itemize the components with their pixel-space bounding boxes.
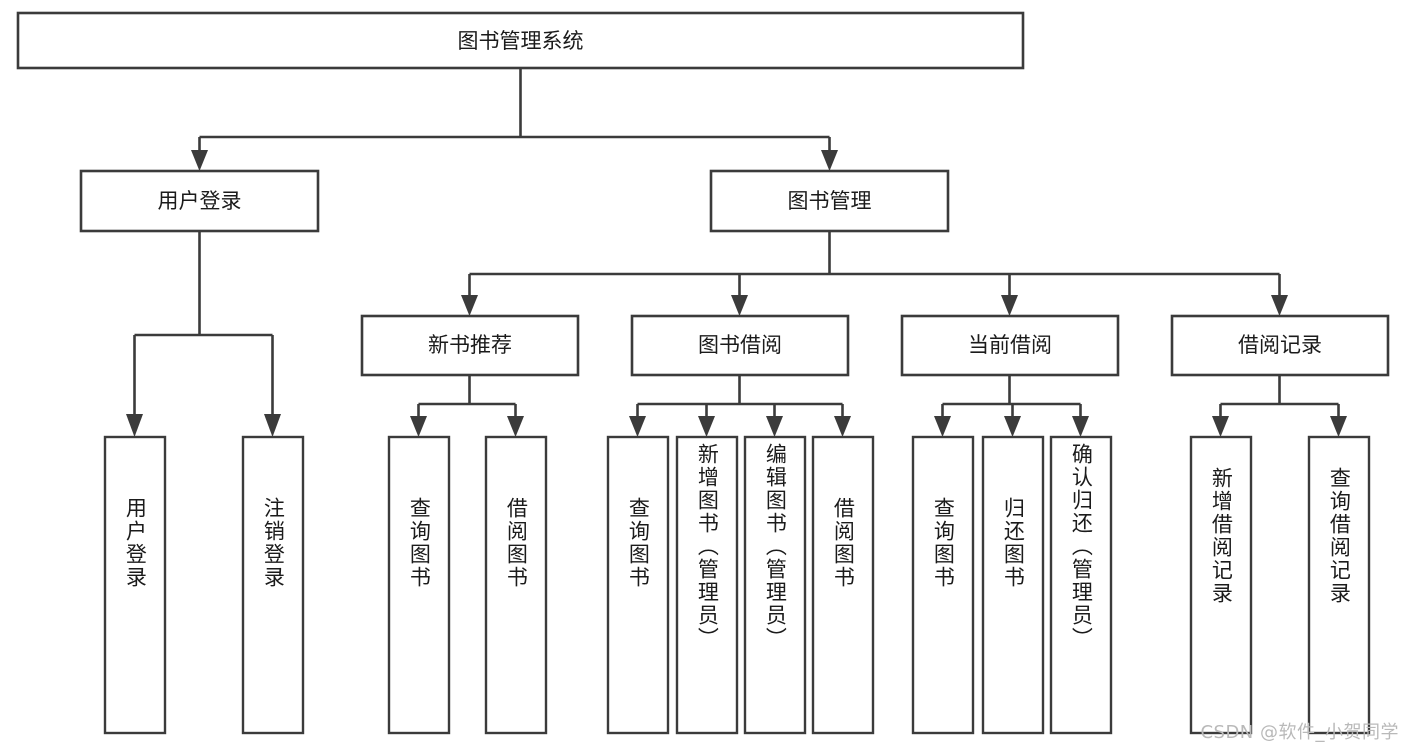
node-borrow-record-box[interactable]: [1170, 314, 1390, 377]
node-user-login-box[interactable]: [79, 169, 320, 233]
arrow-head-leaf-add-record: [1212, 416, 1229, 437]
arrow-head-borrow-record: [1271, 295, 1288, 316]
arrow-head-leaf-query-book-3: [934, 416, 951, 437]
node-book-manage-box[interactable]: [709, 169, 950, 233]
arrow-head-leaf-borrow-book-1: [507, 416, 524, 437]
arrow-head-new-book-rec: [461, 295, 478, 316]
arrow-head-user-login: [191, 150, 208, 171]
arrow-head-leaf-user-login: [126, 414, 143, 437]
node-leaf-add-record-box[interactable]: [1189, 435, 1253, 735]
node-leaf-confirm-return-box[interactable]: [1049, 435, 1113, 735]
node-book-borrow-label: 图书借阅: [698, 333, 782, 357]
arrow-head-leaf-return-book: [1004, 416, 1021, 437]
node-leaf-add-book-box[interactable]: [675, 435, 739, 735]
node-leaf-user-login-box[interactable]: [103, 435, 167, 735]
node-current-borrow[interactable]: 当前借阅: [900, 314, 1120, 377]
arrow-head-leaf-edit-book: [766, 416, 783, 437]
node-leaf-query-record-box[interactable]: [1307, 435, 1371, 735]
node-leaf-query-book-2-box[interactable]: [606, 435, 670, 735]
node-root[interactable]: 图书管理系统: [16, 11, 1025, 70]
connector-layer: [126, 68, 1347, 437]
node-user-login-label: 用户登录: [158, 189, 242, 213]
leaf-node-layer: [103, 435, 1371, 735]
node-borrow-record-label: 借阅记录: [1238, 333, 1322, 357]
node-root-box[interactable]: [16, 11, 1025, 70]
node-user-login[interactable]: 用户登录: [79, 169, 320, 233]
node-new-book-rec-box[interactable]: [360, 314, 580, 377]
node-leaf-query-book-1-box[interactable]: [387, 435, 451, 735]
arrow-head-leaf-add-book: [698, 416, 715, 437]
arrow-head-book-borrow: [731, 295, 748, 316]
arrow-head-leaf-confirm-return: [1072, 416, 1089, 437]
arrow-head-leaf-query-book-1: [410, 416, 427, 437]
csdn-watermark: CSDN @软件_小贺同学: [1200, 722, 1399, 743]
node-book-manage[interactable]: 图书管理: [709, 169, 950, 233]
node-leaf-borrow-book-2-box[interactable]: [811, 435, 875, 735]
node-book-manage-label: 图书管理: [788, 189, 872, 213]
node-root-label: 图书管理系统: [458, 29, 584, 53]
node-new-book-rec[interactable]: 新书推荐: [360, 314, 580, 377]
node-new-book-rec-label: 新书推荐: [428, 333, 512, 357]
node-leaf-borrow-book-1-box[interactable]: [484, 435, 548, 735]
arrow-head-leaf-query-book-2: [629, 416, 646, 437]
node-leaf-logout-box[interactable]: [241, 435, 305, 735]
node-leaf-return-book-box[interactable]: [981, 435, 1045, 735]
node-book-borrow-box[interactable]: [630, 314, 850, 377]
arrow-head-current-borrow: [1001, 295, 1018, 316]
arrow-head-book-manage: [821, 150, 838, 171]
node-book-borrow[interactable]: 图书借阅: [630, 314, 850, 377]
node-leaf-query-book-3-box[interactable]: [911, 435, 975, 735]
arrow-head-leaf-query-record: [1330, 416, 1347, 437]
node-current-borrow-box[interactable]: [900, 314, 1120, 377]
arrow-head-leaf-borrow-book-2: [834, 416, 851, 437]
node-leaf-edit-book-box[interactable]: [743, 435, 807, 735]
arrow-head-leaf-logout: [264, 414, 281, 437]
node-borrow-record[interactable]: 借阅记录: [1170, 314, 1390, 377]
node-current-borrow-label: 当前借阅: [968, 333, 1052, 357]
